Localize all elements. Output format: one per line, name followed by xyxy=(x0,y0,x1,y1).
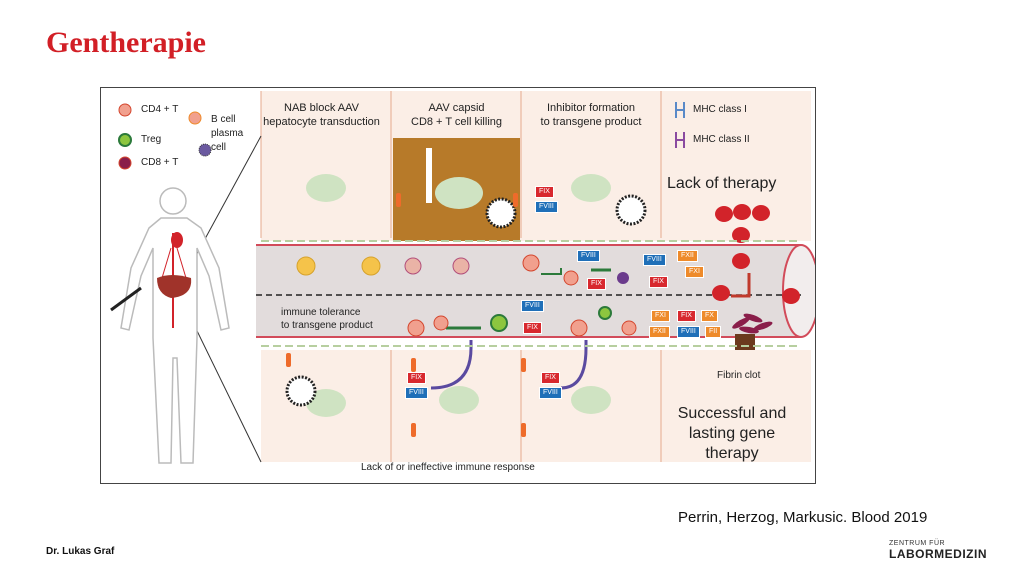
author-name: Dr. Lukas Graf xyxy=(46,546,115,557)
success-line1: Successful and xyxy=(677,405,787,422)
secretion-arrow xyxy=(560,340,588,390)
fibrin-clot-label: Fibrin clot xyxy=(717,370,761,381)
success-line2: lasting gene xyxy=(688,425,776,442)
nucleus xyxy=(571,174,611,202)
heart-icon xyxy=(171,232,183,248)
fibrin-clot xyxy=(732,313,773,334)
factor-fxii-chip: FXII xyxy=(677,250,698,262)
factor-fviii-chip: FVIII xyxy=(539,387,562,399)
header-capsid-line1: AAV capsid xyxy=(428,102,485,114)
factor-fix-chip: FIX xyxy=(535,186,554,198)
red-blood-cells xyxy=(712,204,800,304)
gene-therapy-diagram: CD4 + T Treg CD8 + T B cell plasma cell … xyxy=(100,87,816,484)
tolerance-line2: to transgene product xyxy=(281,320,373,331)
lack-of-therapy-label: Lack of therapy xyxy=(667,175,777,192)
factor-fxii-chip: FXII xyxy=(649,326,670,338)
factor-fviii-chip: FVIII xyxy=(405,387,428,399)
legend-plasma: plasma xyxy=(211,128,244,139)
diagram-artwork xyxy=(110,91,815,464)
legend-cd8: CD8 + T xyxy=(141,157,179,168)
header-inhibitor-line1: Inhibitor formation xyxy=(546,102,636,114)
upper-cell-borders xyxy=(260,91,662,238)
factor-fii-chip: FII xyxy=(705,326,722,338)
factor-fviii-chip: FVIII xyxy=(643,254,666,266)
factor-fx-chip: FX xyxy=(701,310,718,322)
tolerance-line1: immune tolerance xyxy=(281,307,361,318)
factor-fix-chip: FIX xyxy=(677,310,696,322)
secretion-arrow xyxy=(430,340,473,390)
factor-fix-chip: FIX xyxy=(649,276,668,288)
clot-block xyxy=(735,334,755,350)
aav-capsid-icon xyxy=(485,197,517,229)
syringe-icon xyxy=(110,286,142,312)
factor-fix-chip: FIX xyxy=(541,372,560,384)
header-nab-line1: NAB block AAV xyxy=(284,102,359,114)
logo-top-text: ZENTRUM FÜR xyxy=(889,540,946,547)
legend-cell: cell xyxy=(211,142,227,153)
legend-mhc2: MHC class II xyxy=(693,134,750,145)
nucleus xyxy=(306,174,346,202)
nucleus xyxy=(435,177,483,209)
factor-fix-chip: FIX xyxy=(523,322,542,334)
nucleus xyxy=(439,386,479,414)
factor-fix-chip: FIX xyxy=(407,372,426,384)
human-body-outline xyxy=(120,187,230,464)
aav-capsid-icon xyxy=(615,194,647,226)
liver-icon xyxy=(157,275,192,298)
immune-cells xyxy=(296,254,637,337)
labormedizin-logo: ZENTRUM FÜR LABORMEDIZIN xyxy=(889,540,989,570)
legend-icons xyxy=(118,102,685,170)
factor-fviii-chip: FVIII xyxy=(577,250,600,262)
header-nab-line2: hepatocyte transduction xyxy=(263,116,380,128)
lack-response-label: Lack of or ineffective immune response xyxy=(361,462,535,473)
logo-main-text: LABORMEDIZIN xyxy=(889,547,987,561)
factor-fviii-chip: FVIII xyxy=(535,201,558,213)
success-line3: therapy xyxy=(705,445,759,462)
aav-capsid-icon xyxy=(285,375,317,407)
factor-fix-chip: FIX xyxy=(587,278,606,290)
legend-mhc1: MHC class I xyxy=(693,104,747,115)
legend-treg: Treg xyxy=(141,134,162,145)
slide-title: Gentherapie xyxy=(46,26,206,59)
factor-fviii-chip: FVIII xyxy=(677,326,700,338)
nucleus xyxy=(306,389,346,417)
lower-tissue xyxy=(261,350,811,462)
factor-fxi-chip: FXI xyxy=(651,310,670,322)
citation: Perrin, Herzog, Markusic. Blood 2019 xyxy=(678,509,928,526)
legend-cd4: CD4 + T xyxy=(141,104,179,115)
nucleus xyxy=(571,386,611,414)
legend-bcell: B cell xyxy=(211,114,236,125)
header-inhibitor-line2: to transgene product xyxy=(540,116,642,128)
header-capsid-line2: CD8 + T cell killing xyxy=(411,116,502,128)
factor-fxi-chip: FXI xyxy=(685,266,704,278)
factor-fviii-chip: FVIII xyxy=(521,300,544,312)
